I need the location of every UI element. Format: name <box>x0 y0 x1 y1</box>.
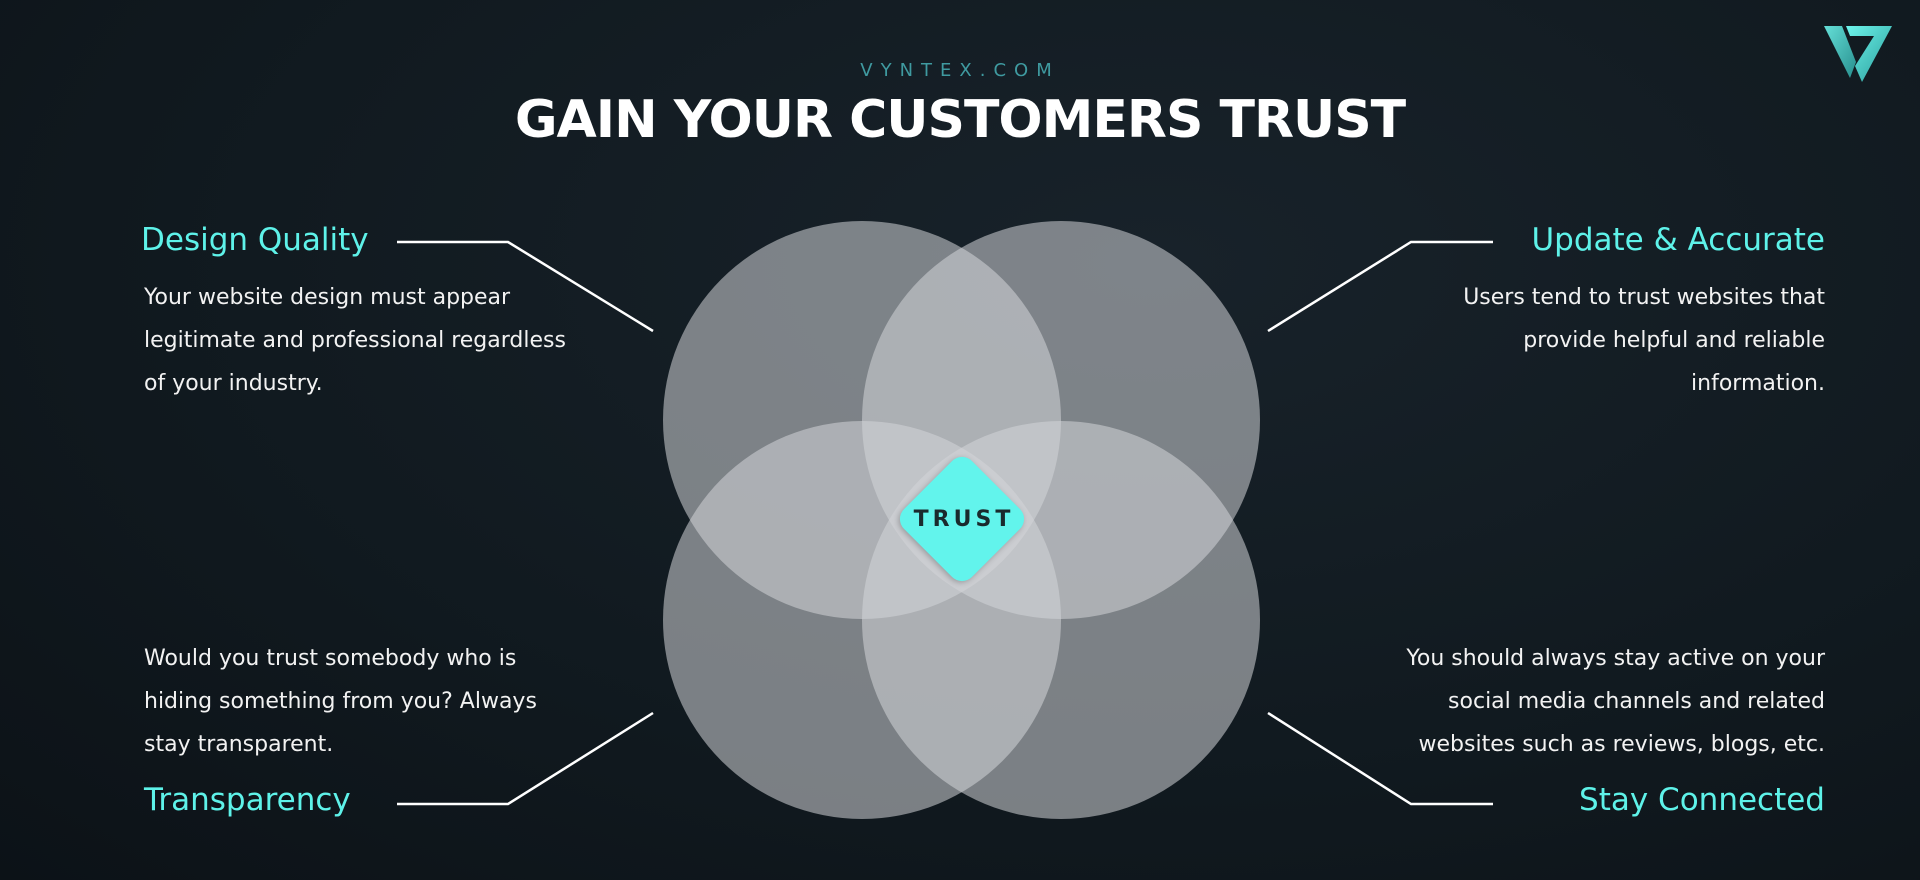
desc-line: hiding something from you? Always <box>144 689 537 714</box>
desc-line: of your industry. <box>144 371 323 396</box>
v7-logo-icon <box>1824 26 1892 82</box>
trust-center-badge: TRUST <box>894 451 1030 587</box>
heading-update-accurate: Update & Accurate <box>1531 222 1825 258</box>
desc-line: stay transparent. <box>144 732 334 757</box>
brand-label: VYNTEX.COM <box>860 60 1060 81</box>
heading-stay-connected: Stay Connected <box>1579 782 1825 818</box>
desc-update-accurate: Users tend to trust websites that provid… <box>1355 276 1825 405</box>
desc-line: social media channels and related <box>1448 689 1825 714</box>
desc-stay-connected: You should always stay active on your so… <box>1265 637 1825 766</box>
desc-line: Your website design must appear <box>144 285 511 310</box>
desc-transparency: Would you trust somebody who is hiding s… <box>144 637 614 766</box>
desc-design-quality: Your website design must appear legitima… <box>144 276 614 405</box>
trust-center-label: TRUST <box>913 506 1015 532</box>
connector-top-left <box>397 240 654 333</box>
connector-bottom-right <box>1267 711 1493 806</box>
desc-line: information. <box>1691 371 1825 396</box>
desc-line: legitimate and professional regardless <box>144 328 566 353</box>
connector-bottom-left <box>397 711 654 806</box>
desc-line: provide helpful and reliable <box>1523 328 1825 353</box>
connector-top-right <box>1267 240 1493 333</box>
desc-line: Would you trust somebody who is <box>144 646 517 671</box>
desc-line: Users tend to trust websites that <box>1463 285 1825 310</box>
heading-design-quality: Design Quality <box>141 222 369 258</box>
heading-transparency: Transparency <box>144 782 351 818</box>
desc-line: websites such as reviews, blogs, etc. <box>1418 732 1825 757</box>
desc-line: You should always stay active on your <box>1406 646 1825 671</box>
page-title: GAIN YOUR CUSTOMERS TRUST <box>514 90 1406 150</box>
